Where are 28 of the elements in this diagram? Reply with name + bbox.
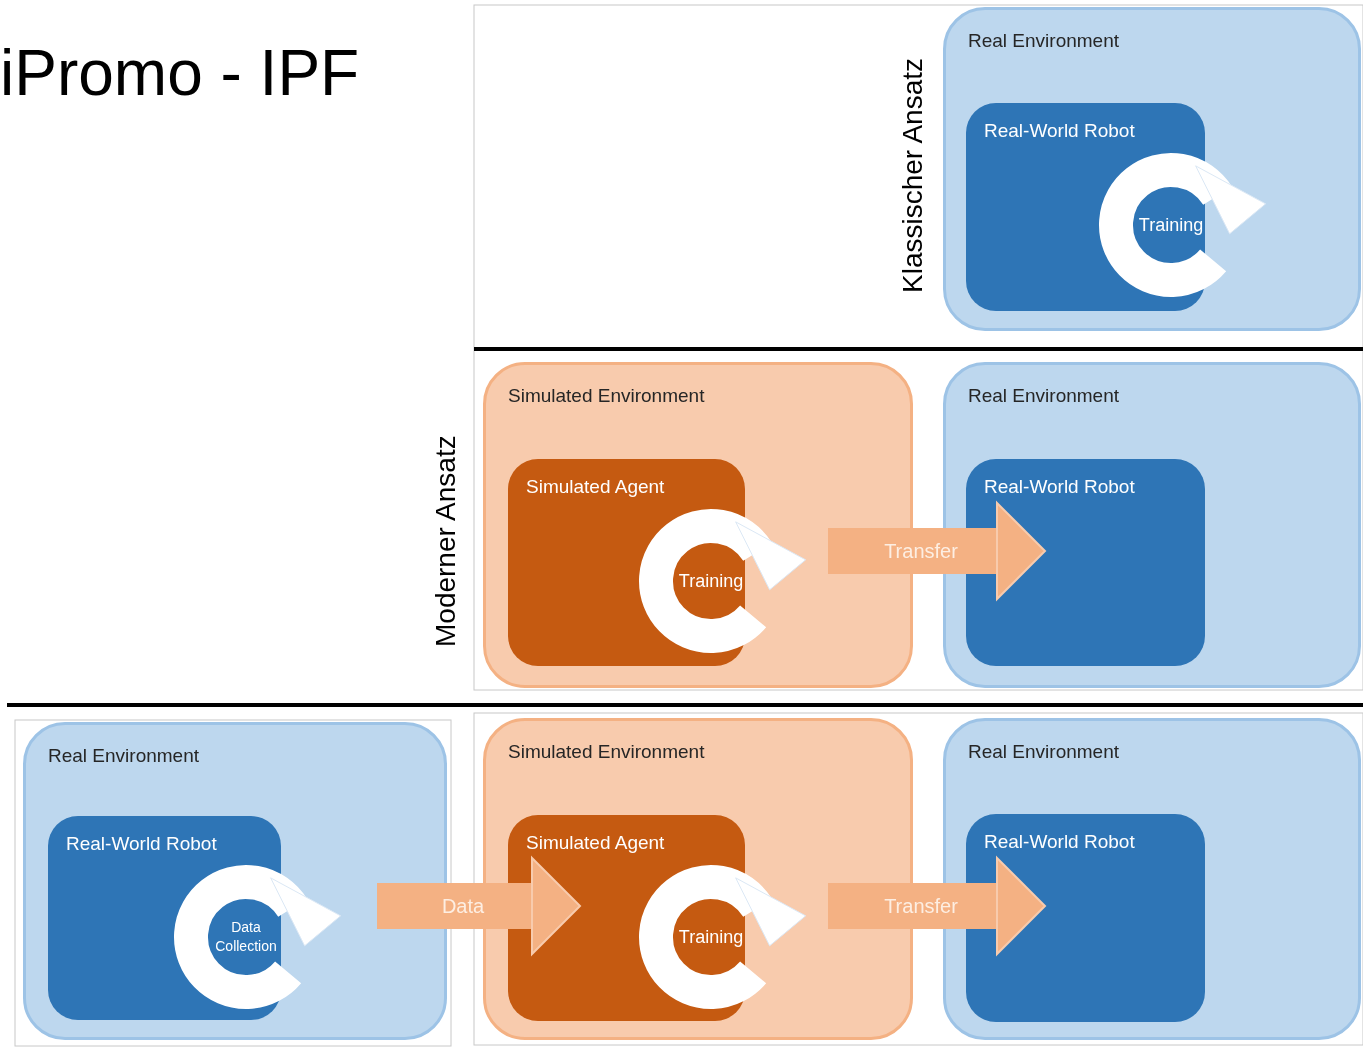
box-heading: Real Environment [968,385,1120,407]
row-label: Klassischer Ansatz [897,58,929,293]
environment-box [943,7,1361,331]
edge-label: Transfer [884,894,958,918]
robot-box [966,459,1205,666]
box-heading: Simulated Environment [508,385,705,407]
process-label: Data Collection [214,918,278,956]
box-heading: Real Environment [968,30,1120,52]
box-heading: Real Environment [968,741,1120,763]
title: iPromo - IPF [0,36,360,110]
box-heading: Real-World Robot [984,476,1135,498]
box-heading: Real-World Robot [984,831,1135,853]
edge-label: Transfer [884,539,958,563]
process-label: Training [678,926,744,948]
process-label: Training [678,570,744,592]
process-label: Training [1138,214,1204,236]
box-heading: Simulated Agent [526,832,665,854]
block-arrow [828,857,1046,955]
robot-box [966,814,1205,1022]
block-arrow [828,502,1046,600]
block-arrow [377,857,581,955]
box-heading: Real-World Robot [984,120,1135,142]
edge-label: Data [441,894,485,918]
box-heading: Real Environment [48,745,200,767]
box-heading: Simulated Environment [508,741,705,763]
box-heading: Real-World Robot [66,833,217,855]
row-label: Moderner Ansatz [430,435,462,647]
box-heading: Simulated Agent [526,476,665,498]
